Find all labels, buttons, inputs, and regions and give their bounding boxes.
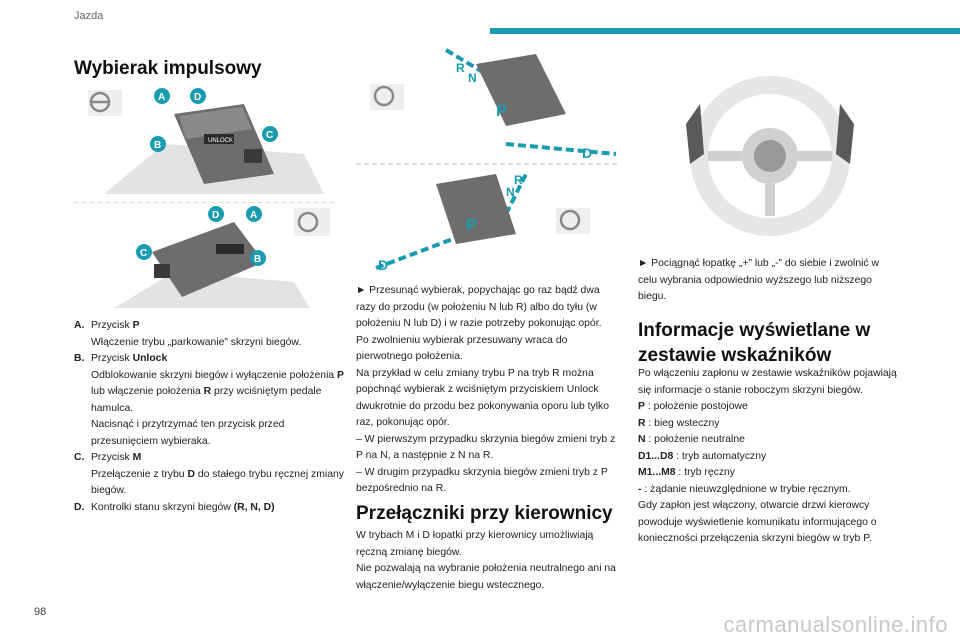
gear-d-label-top: D (582, 145, 592, 161)
paddles-p2: Nie pozwalają na wybranie położenia neut… (356, 563, 616, 591)
display-row-p: P : położenie postojowe (638, 401, 748, 412)
definition-a: A. Przycisk P Włączenie trybu „parkowani… (74, 320, 302, 348)
display-intro: Po włączeniu zapłonu w zestawie wskaźnik… (638, 368, 897, 396)
page-number: 98 (34, 606, 47, 618)
selector-motion-figure: P D R N P D R N (356, 48, 618, 273)
display-row-r: R : bieg wsteczny (638, 417, 720, 429)
display-row-dash: - : żądanie nieuwzględnione w trybie ręc… (638, 483, 851, 495)
paddles-text: W trybach M i D łopatki przy kierownicy … (356, 528, 618, 594)
section-title-selector: Wybierak impulsowy (74, 58, 262, 79)
instruction-p3: Na przykład w celu zmiany trybu P na try… (356, 367, 609, 429)
steering-wheel-figure (686, 76, 854, 236)
selector-figure-bottom: D A C B (74, 202, 336, 308)
paddles-p1: W trybach M i D łopatki przy kierownicy … (356, 530, 594, 558)
instruction-p2: Po zwolnieniu wybierak przesuwany wraca … (356, 334, 568, 363)
section-title-display: Informacje wyświetlane w zestawie wskaźn… (638, 320, 871, 366)
gear-r-label-bottom: R (514, 173, 523, 187)
callout-a-2: A (250, 210, 257, 221)
watermark: carmanualsonline.info (723, 612, 948, 637)
gear-p-label-bottom: P (466, 217, 477, 234)
header-accent-bar (490, 28, 960, 34)
callout-c-2: C (140, 248, 147, 259)
callout-b: B (154, 140, 161, 151)
callout-a: A (158, 92, 165, 103)
callout-d: D (194, 92, 201, 103)
selector-instructions: ► Przesunąć wybierak, popychając go raz … (356, 283, 618, 498)
selector-definition-list: A. Przycisk P Włączenie trybu „parkowani… (74, 318, 344, 516)
gear-r-label-top: R (456, 61, 465, 75)
paddle-instruction: ► Pociągnąć łopatkę „+” lub „-” do siebi… (638, 258, 880, 302)
display-row-m: M1...M8 : tryb ręczny (638, 467, 736, 478)
display-row-n: N : położenie neutralne (638, 434, 745, 445)
section-title-paddles: Przełączniki przy kierownicy (356, 503, 613, 524)
instruction-p5: – W drugim przypadku skrzynia biegów zmi… (356, 466, 608, 495)
gear-n-label-bottom: N (506, 185, 515, 199)
callout-c: C (266, 130, 273, 141)
callout-d-2: D (212, 210, 219, 221)
display-info-text: Po włączeniu zapłonu w zestawie wskaźnik… (638, 366, 900, 548)
gear-d-label-bottom: D (378, 257, 388, 273)
chapter-title: Jazda (74, 10, 104, 22)
gear-n-label-top: N (468, 71, 477, 85)
instruction-p4: – W pierwszym przypadku skrzynia biegów … (356, 433, 616, 462)
unlock-button-label: UNLOCK (208, 138, 233, 144)
selector-figure-top: UNLOCK A D C B (74, 84, 336, 202)
display-outro: Gdy zapłon jest włączony, otwarcie drzwi… (638, 500, 877, 544)
definition-c: C. Przycisk M Przełączenie z trybu D do … (74, 452, 344, 496)
gear-p-label-top: P (496, 103, 507, 120)
definition-b: B. Przycisk Unlock Odblokowanie skrzyni … (74, 353, 344, 447)
definition-d: D. Kontrolki stanu skrzyni biegów (R, N,… (74, 501, 275, 513)
instruction-p1: ► Przesunąć wybierak, popychając go raz … (356, 285, 602, 329)
callout-b-2: B (254, 254, 261, 265)
display-row-d: D1...D8 : tryb automatyczny (638, 450, 767, 462)
